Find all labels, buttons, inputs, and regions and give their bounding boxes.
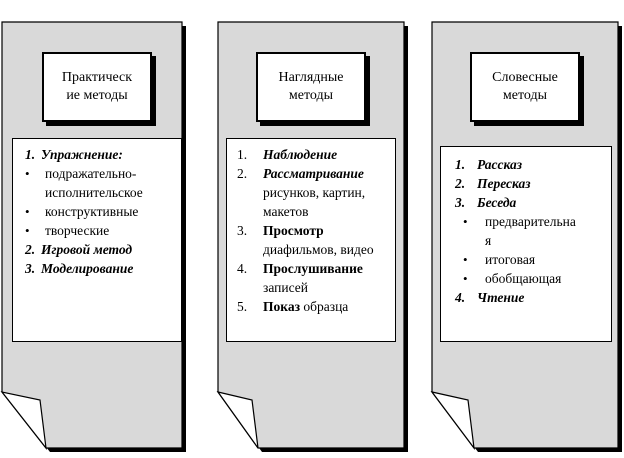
item-marker: 2. <box>455 176 466 191</box>
item-text: обобщающая <box>485 271 562 286</box>
title-visual-methods: Наглядные методы <box>256 52 366 122</box>
item-marker: 2. <box>237 166 248 181</box>
bullet-icon: • <box>463 252 468 267</box>
title-text: Практическ ие методы <box>61 70 133 103</box>
item-text: конструктивные <box>45 204 139 219</box>
item-marker: 3. <box>25 261 36 276</box>
list-item: • обобщающая <box>455 269 607 288</box>
item-marker: 2. <box>25 242 36 257</box>
title-text: Словесные методы <box>492 70 558 103</box>
item-text: Игровой метод <box>41 242 133 257</box>
item-rest-text: диафильмов, видео <box>263 242 374 257</box>
list-item: 3. Моделирование <box>25 259 177 278</box>
item-bold-text: Наблюдение <box>263 147 338 162</box>
item-marker: 1. <box>455 157 466 172</box>
item-text: творческие <box>45 223 110 238</box>
title-verbal-methods: Словесные методы <box>470 52 580 122</box>
bullet-icon: • <box>25 204 30 219</box>
item-rest-text: образца <box>300 299 349 314</box>
item-marker: 4. <box>237 261 248 276</box>
list-item: 5. Показ образца <box>237 297 391 316</box>
item-rest-text: рисунков, картин, макетов <box>263 185 366 219</box>
list-item: 1. Рассказ <box>455 155 607 174</box>
item-text: подражательно-исполнительское <box>45 166 143 200</box>
list-item: 3. Просмотр диафильмов, видео <box>237 221 391 259</box>
list-item: • конструктивные <box>25 202 177 221</box>
item-bold-text: Прослушивание <box>263 261 363 276</box>
list-item: 3. Беседа <box>455 193 607 212</box>
item-text: Беседа <box>477 195 517 210</box>
bullet-icon: • <box>25 223 30 238</box>
bullet-icon: • <box>463 271 468 286</box>
list-visual-methods: 1. Наблюдение 2. Рассматривание рисунков,… <box>226 138 396 342</box>
item-marker: 1. <box>237 147 248 162</box>
item-text: Чтение <box>477 290 525 305</box>
list-practical-methods: 1. Упражнение: • подражательно-исполните… <box>12 138 182 342</box>
item-marker: 3. <box>455 195 466 210</box>
list-verbal-methods: 1. Рассказ 2. Пересказ 3. Беседа • предв… <box>440 146 612 342</box>
item-marker: 3. <box>237 223 248 238</box>
item-text: итоговая <box>485 252 536 267</box>
item-bold-text: Показ <box>263 299 300 314</box>
list-item: 2. Рассматривание рисунков, картин, макет… <box>237 164 391 221</box>
item-text: Упражнение: <box>41 147 123 162</box>
list-item: 1. Упражнение: <box>25 145 177 164</box>
list-item: • подражательно-исполнительское <box>25 164 177 202</box>
list-item: 2. Игровой метод <box>25 240 177 259</box>
bullet-icon: • <box>25 166 30 181</box>
list-item: • итоговая <box>455 250 607 269</box>
list-item: 2. Пересказ <box>455 174 607 193</box>
bullet-icon: • <box>463 214 468 229</box>
title-practical-methods: Практическ ие методы <box>42 52 152 122</box>
item-marker: 4. <box>455 290 466 305</box>
list-item: • творческие <box>25 221 177 240</box>
item-text: Моделирование <box>41 261 134 276</box>
list-item: 1. Наблюдение <box>237 145 391 164</box>
item-bold-text: Рассматривание <box>263 166 364 181</box>
title-text: Наглядные методы <box>278 70 344 103</box>
list-item: 4. Прослушивание записей <box>237 259 391 297</box>
list-item: 4. Чтение <box>455 288 607 307</box>
item-text: Рассказ <box>477 157 522 172</box>
item-marker: 1. <box>25 147 36 162</box>
item-rest-text: записей <box>263 280 308 295</box>
item-marker: 5. <box>237 299 248 314</box>
item-bold-text: Просмотр <box>263 223 324 238</box>
item-text: Пересказ <box>477 176 531 191</box>
